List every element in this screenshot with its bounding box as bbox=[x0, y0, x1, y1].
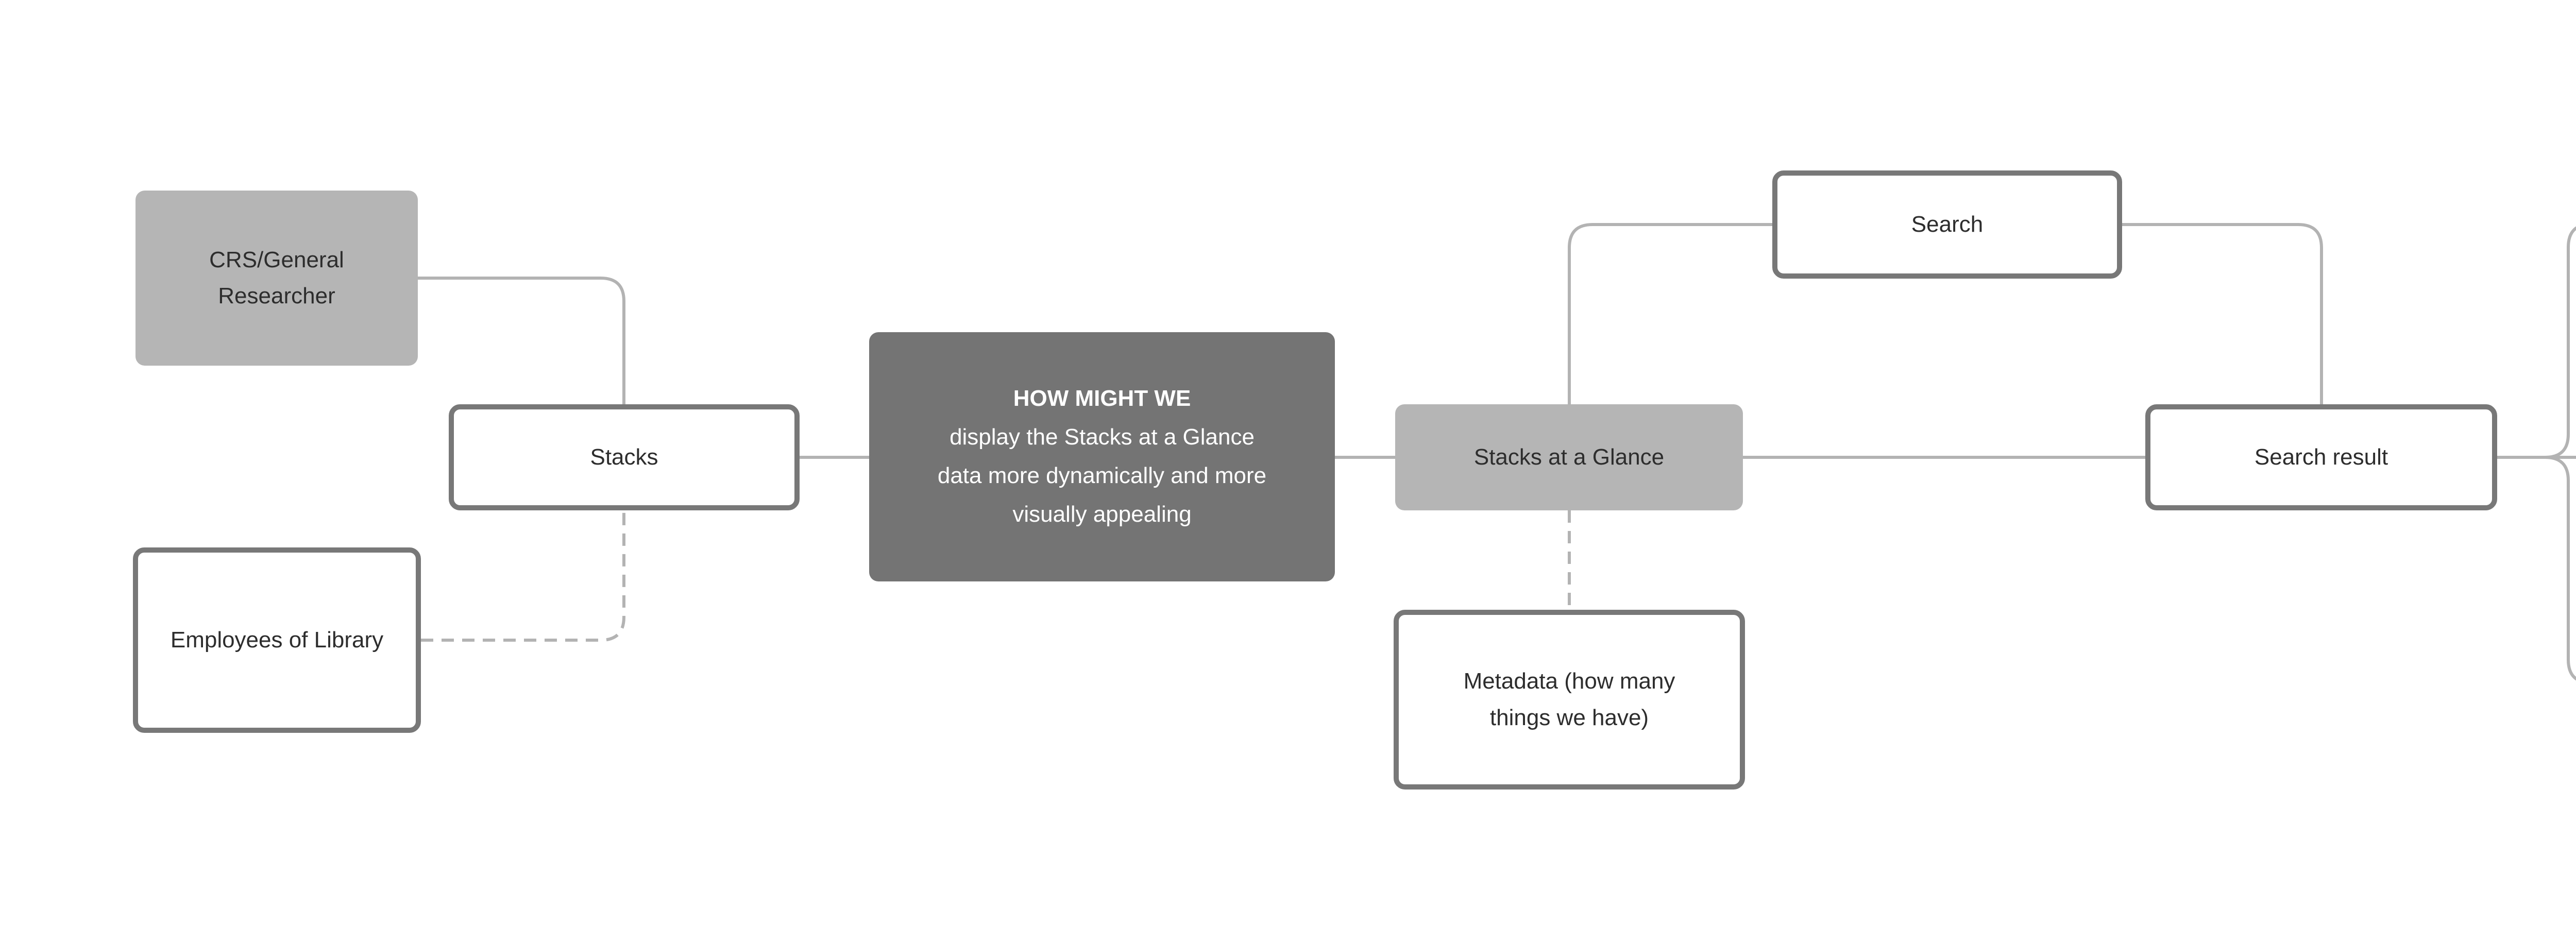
node-label: things we have) bbox=[1489, 705, 1649, 730]
node-search-result[interactable]: Search result bbox=[2145, 404, 2497, 510]
connector-search-result-to-cant-view bbox=[2497, 456, 2576, 681]
node-label: Metadata (how many bbox=[1463, 668, 1675, 694]
connector-saag-to-search bbox=[1568, 223, 1772, 404]
node-search[interactable]: Search bbox=[1772, 170, 2122, 279]
connector-employees-to-stacks bbox=[421, 510, 625, 642]
node-employees-of-library[interactable]: Employees of Library bbox=[133, 547, 421, 733]
node-label: Search result bbox=[2254, 444, 2388, 470]
node-metadata[interactable]: Metadata (how many things we have) bbox=[1394, 610, 1745, 789]
connector-search-result-to-about bbox=[2497, 226, 2576, 459]
node-label: Search bbox=[1911, 211, 1984, 237]
node-stacks-at-a-glance[interactable]: Stacks at a Glance bbox=[1395, 404, 1743, 510]
node-stacks[interactable]: Stacks bbox=[449, 404, 800, 510]
node-label: CRS/General bbox=[209, 247, 344, 272]
node-label: visually appealing bbox=[1012, 501, 1192, 527]
node-label: Employees of Library bbox=[170, 627, 384, 653]
node-label: Stacks at a Glance bbox=[1473, 444, 1665, 470]
node-crs-general-researcher[interactable]: CRS/General Researcher bbox=[135, 191, 418, 366]
node-label: display the Stacks at a Glance bbox=[950, 424, 1255, 450]
connector-search-to-search-result bbox=[2122, 223, 2323, 404]
node-label: data more dynamically and more bbox=[937, 463, 1267, 488]
node-how-might-we[interactable]: HOW MIGHT WE display the Stacks at a Gla… bbox=[869, 332, 1335, 581]
node-label: Researcher bbox=[218, 283, 335, 308]
node-title: HOW MIGHT WE bbox=[1013, 386, 1191, 411]
connector-crs-to-stacks bbox=[418, 277, 625, 404]
node-label: Stacks bbox=[590, 444, 658, 470]
